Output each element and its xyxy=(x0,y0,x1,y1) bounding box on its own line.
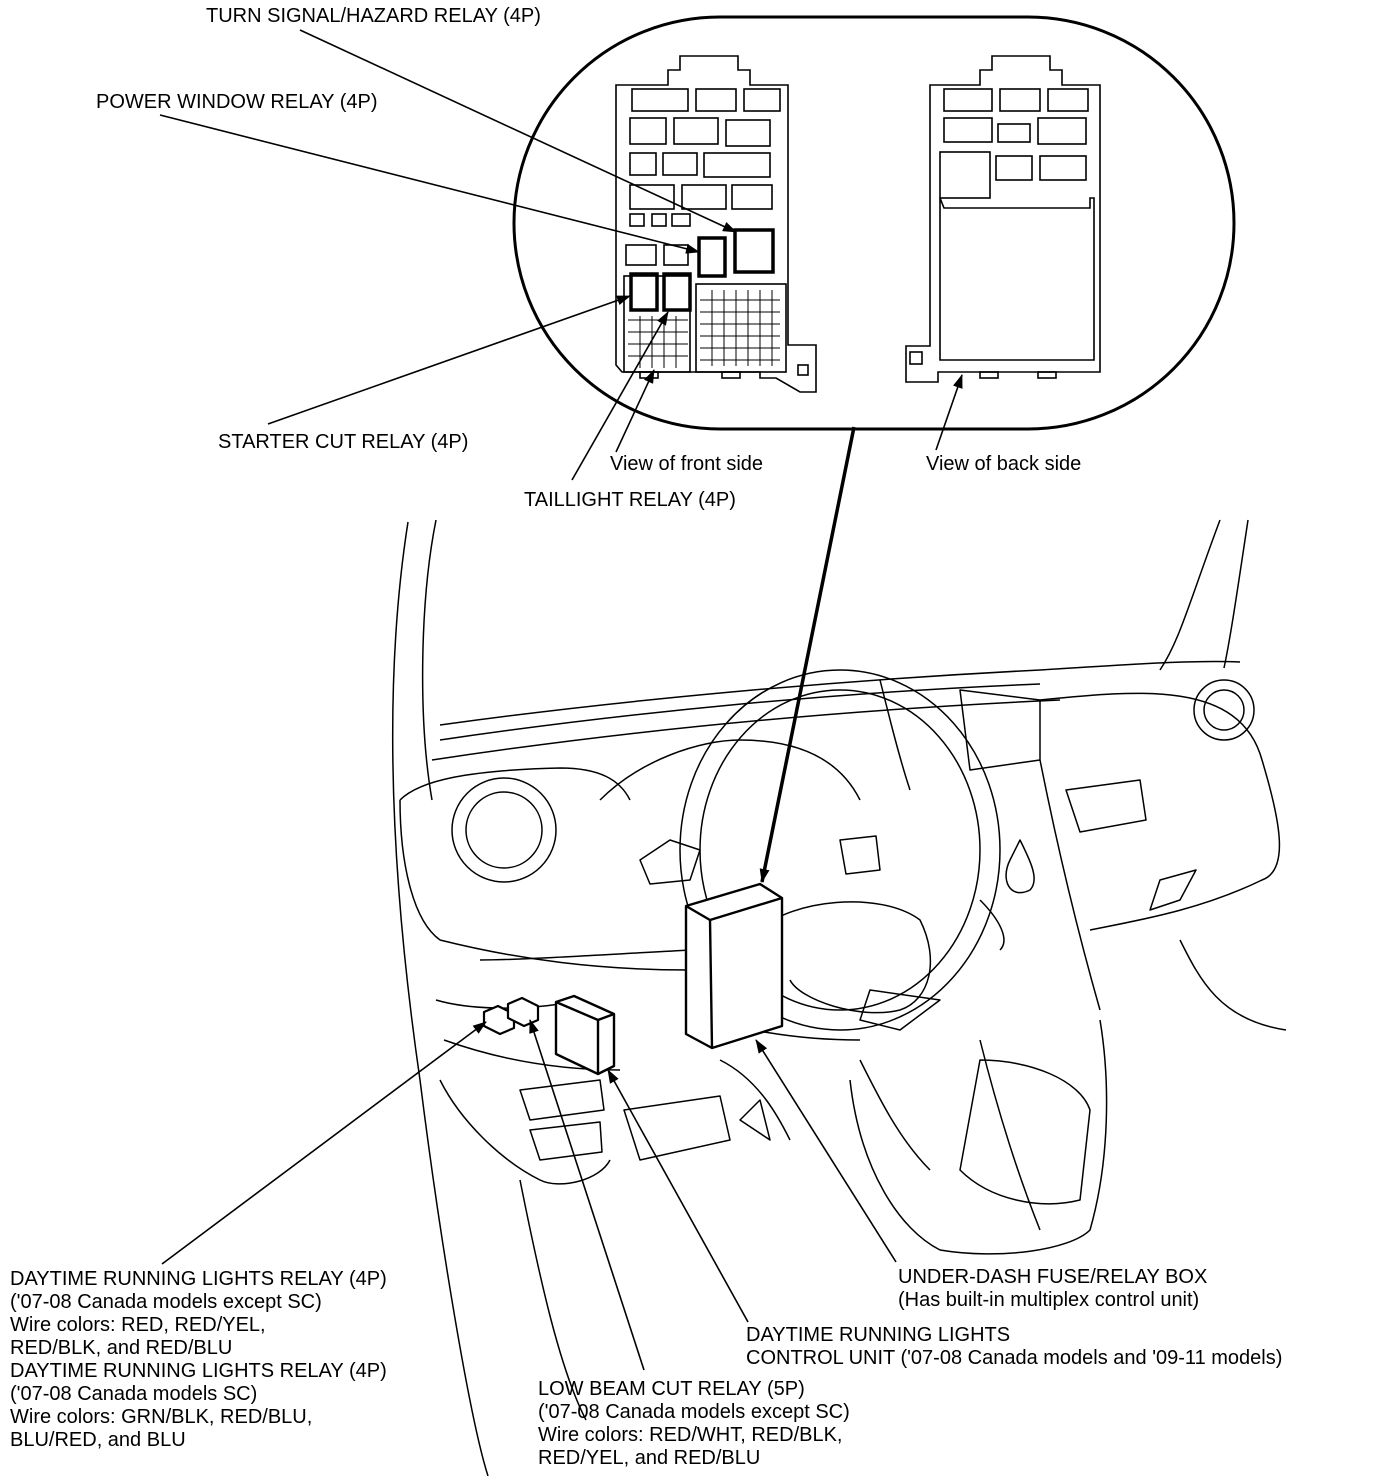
inset-to-box-arrow xyxy=(759,426,856,883)
taillight-relay-slot xyxy=(662,272,692,312)
drl-control-unit xyxy=(554,994,616,1076)
inset-frame xyxy=(512,15,1236,431)
under-dash-fuse-box xyxy=(684,882,784,1050)
inset-leaders xyxy=(159,29,963,481)
power-window-relay-slot xyxy=(697,236,727,278)
dashboard-illustration xyxy=(391,519,1287,1476)
fuse-box-line-1: UNDER-DASH FUSE/RELAY BOX xyxy=(898,1266,1208,1288)
low-beam-line-1: LOW BEAM CUT RELAY (5P) xyxy=(538,1378,805,1400)
low-beam-line-4: RED/YEL, and RED/BLU xyxy=(538,1447,761,1469)
drl-relay-line-5: DAYTIME RUNNING LIGHTS RELAY (4P) xyxy=(10,1360,387,1382)
under-dash-fuse-box-label: UNDER-DASH FUSE/RELAY BOX (Has built-in … xyxy=(898,1266,1207,1312)
starter-cut-relay-slot xyxy=(629,272,659,312)
starter-cut-relay-label: STARTER CUT RELAY (4P) xyxy=(218,431,469,453)
taillight-relay-label: TAILLIGHT RELAY (4P) xyxy=(524,489,736,511)
drl-control-line-2: CONTROL UNIT ('07-08 Canada models and '… xyxy=(746,1347,1283,1369)
drl-relay-line-6: ('07-08 Canada models SC) xyxy=(10,1383,258,1405)
fuse-box-back-view xyxy=(905,55,1101,383)
fuse-box-line-2: (Has built-in multiplex control unit) xyxy=(898,1289,1200,1311)
front-side-caption: View of front side xyxy=(610,453,764,475)
back-side-caption: View of back side xyxy=(926,453,1082,475)
drl-relay-line-1: DAYTIME RUNNING LIGHTS RELAY (4P) xyxy=(10,1268,387,1290)
drl-control-unit-label: DAYTIME RUNNING LIGHTS CONTROL UNIT ('07… xyxy=(746,1324,1282,1370)
power-window-relay-label: POWER WINDOW RELAY (4P) xyxy=(96,91,378,113)
fuse-box-front-view xyxy=(615,55,817,393)
low-beam-line-2: ('07-08 Canada models except SC) xyxy=(538,1401,850,1423)
drl-relay-line-3: Wire colors: RED, RED/YEL, xyxy=(10,1314,266,1336)
turn-signal-relay-label: TURN SIGNAL/HAZARD RELAY (4P) xyxy=(206,5,541,27)
drl-control-line-1: DAYTIME RUNNING LIGHTS xyxy=(746,1324,1011,1346)
drl-relay-line-8: BLU/RED, and BLU xyxy=(10,1429,186,1451)
drl-relay-line-4: RED/BLK, and RED/BLU xyxy=(10,1337,233,1359)
drl-relay-line-7: Wire colors: GRN/BLK, RED/BLU, xyxy=(10,1406,313,1428)
highlighted-relays xyxy=(629,228,775,312)
turn-signal-relay-slot xyxy=(733,228,775,274)
lower-leaders xyxy=(161,1019,897,1371)
low-beam-cut-relay-label: LOW BEAM CUT RELAY (5P) ('07-08 Canada m… xyxy=(538,1378,850,1470)
drl-relay-line-2: ('07-08 Canada models except SC) xyxy=(10,1291,322,1313)
drl-relay-label: DAYTIME RUNNING LIGHTS RELAY (4P) ('07-0… xyxy=(10,1268,387,1452)
low-beam-line-3: Wire colors: RED/WHT, RED/BLK, xyxy=(538,1424,843,1446)
drl-relays xyxy=(482,996,540,1036)
